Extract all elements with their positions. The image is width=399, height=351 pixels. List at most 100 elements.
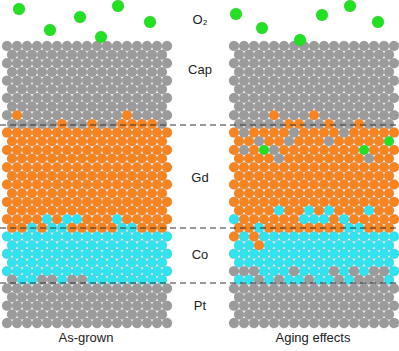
atom <box>132 145 142 155</box>
atom <box>137 188 147 198</box>
atom <box>127 84 137 94</box>
atom <box>17 119 27 129</box>
atom <box>369 266 379 276</box>
atom <box>369 162 379 172</box>
atom <box>72 197 82 207</box>
atom <box>269 58 279 68</box>
atom <box>57 188 67 198</box>
atom <box>127 292 137 302</box>
atom <box>37 119 47 129</box>
atom <box>389 180 399 190</box>
atom <box>102 232 112 242</box>
atom <box>122 180 132 190</box>
atom <box>112 249 122 259</box>
atom <box>127 188 137 198</box>
atom <box>374 240 384 250</box>
atom <box>92 214 102 224</box>
atom <box>274 136 284 146</box>
atom <box>284 258 294 268</box>
atom <box>92 318 102 328</box>
atom <box>142 283 152 293</box>
atom <box>389 318 399 328</box>
atom <box>369 110 379 120</box>
atom <box>354 136 364 146</box>
atom <box>229 301 239 311</box>
atom <box>82 197 92 207</box>
atom <box>269 318 279 328</box>
atom <box>324 258 334 268</box>
atom <box>117 50 127 60</box>
atom <box>142 128 152 138</box>
atom <box>389 128 399 138</box>
atom <box>7 119 17 129</box>
atom <box>274 171 284 181</box>
atom <box>309 180 319 190</box>
atom <box>289 162 299 172</box>
atom <box>57 258 67 268</box>
atom <box>102 128 112 138</box>
atom <box>137 50 147 60</box>
atom <box>309 110 319 120</box>
atom <box>259 197 269 207</box>
atom <box>2 162 12 172</box>
atom <box>309 41 319 51</box>
atom <box>294 84 304 94</box>
atom <box>314 102 324 112</box>
atom <box>27 171 37 181</box>
atom <box>309 283 319 293</box>
atom <box>294 188 304 198</box>
atom <box>57 292 67 302</box>
atom <box>349 232 359 242</box>
atom <box>2 249 12 259</box>
atom <box>97 292 107 302</box>
atom <box>32 180 42 190</box>
atom <box>22 283 32 293</box>
atom <box>47 309 57 319</box>
atom <box>384 309 394 319</box>
atom <box>82 214 92 224</box>
atom <box>304 50 314 60</box>
atom <box>359 145 369 155</box>
atom <box>254 50 264 60</box>
atom <box>279 283 289 293</box>
atom <box>379 214 389 224</box>
atom <box>359 162 369 172</box>
atom <box>152 41 162 51</box>
atom <box>32 249 42 259</box>
atom <box>97 206 107 216</box>
atom <box>334 102 344 112</box>
atom <box>364 309 374 319</box>
atom <box>329 145 339 155</box>
atom <box>339 283 349 293</box>
atom <box>334 292 344 302</box>
atom <box>87 309 97 319</box>
atom <box>249 197 259 207</box>
atom <box>157 154 167 164</box>
atom <box>269 180 279 190</box>
atom <box>32 76 42 86</box>
atom <box>42 232 52 242</box>
atom <box>229 162 239 172</box>
atom <box>142 232 152 242</box>
atom <box>117 240 127 250</box>
atom <box>244 119 254 129</box>
atom <box>329 249 339 259</box>
atom <box>239 283 249 293</box>
atom <box>22 93 32 103</box>
atom <box>27 188 37 198</box>
atom <box>314 136 324 146</box>
atom <box>274 84 284 94</box>
atom <box>97 258 107 268</box>
atom <box>329 180 339 190</box>
atom <box>329 41 339 51</box>
atom <box>52 128 62 138</box>
atom <box>37 188 47 198</box>
atom <box>57 206 67 216</box>
atom <box>102 214 112 224</box>
atom <box>52 162 62 172</box>
atom <box>42 76 52 86</box>
atom <box>152 76 162 86</box>
atom <box>344 102 354 112</box>
atom <box>259 180 269 190</box>
atom <box>229 266 239 276</box>
